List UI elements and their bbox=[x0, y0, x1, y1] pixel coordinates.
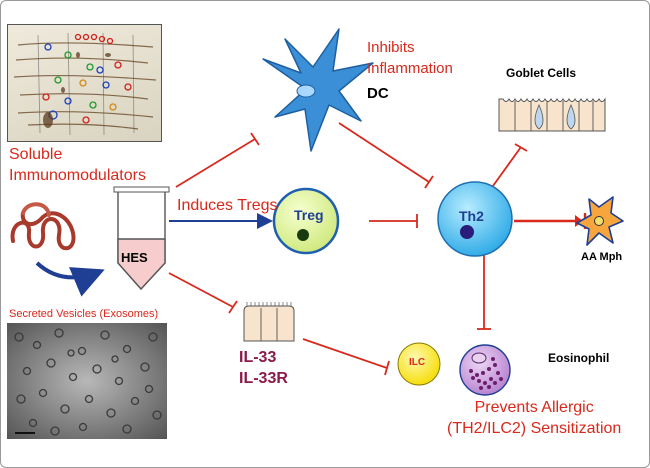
th2-cell-icon bbox=[437, 181, 513, 257]
dendritic-cell-icon bbox=[262, 28, 374, 152]
worm-to-hes-arrow bbox=[35, 261, 105, 297]
epithelium-icon bbox=[243, 302, 295, 342]
eosinophil-icon bbox=[459, 344, 511, 396]
gel-blot-image bbox=[7, 24, 162, 142]
soluble-immunomodulators-label: Soluble Immunomodulators bbox=[9, 146, 146, 184]
inhibits-inflammation-label: Inhibits Inflammation bbox=[367, 39, 453, 77]
goblet-cells-icon bbox=[498, 97, 606, 132]
goblet-cells-label: Goblet Cells bbox=[506, 66, 577, 80]
il33-label: IL-33 IL-33R bbox=[239, 349, 288, 387]
hes-inhibits-dc-line bbox=[175, 138, 256, 188]
dc-label: DC bbox=[367, 85, 389, 102]
hes-tube-icon bbox=[113, 186, 170, 291]
hes-label: HES bbox=[121, 250, 148, 265]
induces-tregs-label: Induces Tregs bbox=[177, 197, 278, 214]
macrophage-icon bbox=[576, 196, 624, 246]
th2-label: Th2 bbox=[459, 208, 484, 224]
hes-to-il33-line bbox=[168, 272, 234, 308]
aa-mph-label: AA Mph bbox=[581, 251, 623, 263]
il33-to-ilc-line bbox=[302, 338, 388, 369]
dc-inhibits-th2-line bbox=[338, 122, 430, 183]
prevents-sensitization-label: Prevents Allergic (TH2/ILC2) Sensitizati… bbox=[447, 399, 622, 437]
treg-cell-icon bbox=[272, 187, 340, 255]
secreted-vesicles-label: Secreted Vesicles (Exosomes) bbox=[9, 308, 159, 320]
worm-icon bbox=[10, 202, 76, 251]
eosinophil-label: Eosinophil bbox=[548, 351, 610, 365]
ilc-label: ILC bbox=[409, 357, 426, 368]
exosome-micrograph-image bbox=[7, 323, 167, 439]
ilc-cell-icon bbox=[397, 342, 441, 386]
treg-label: Treg bbox=[294, 207, 324, 223]
